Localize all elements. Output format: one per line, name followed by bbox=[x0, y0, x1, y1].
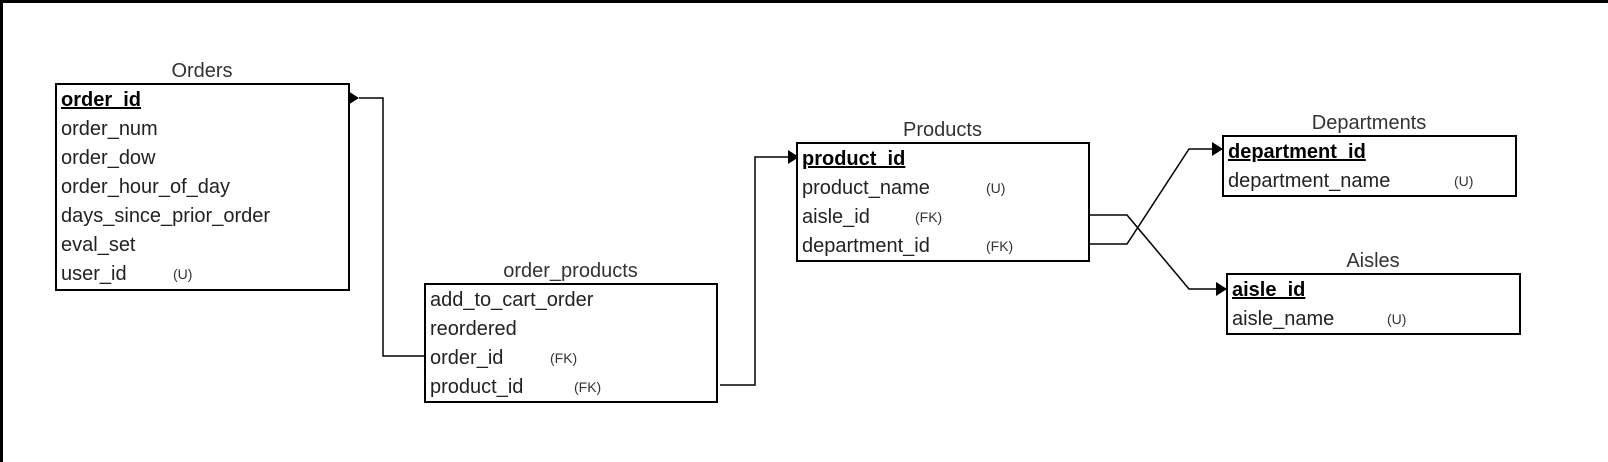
column-row-department-id: department_id bbox=[1224, 138, 1515, 167]
column-row-order-dow: order_dow bbox=[57, 144, 348, 173]
column-name: days_since_prior_order bbox=[61, 205, 271, 227]
column-constraint: (FK) bbox=[550, 350, 578, 366]
column-name: add_to_cart_order bbox=[430, 289, 594, 311]
column-row-department-id: department_id (FK) bbox=[798, 232, 1088, 261]
column-name: order_id bbox=[430, 347, 504, 369]
edge-mark bbox=[3, 208, 6, 213]
column-row-aisle-id: aisle_id bbox=[1228, 276, 1519, 305]
table-title-order-products: order_products bbox=[503, 260, 638, 282]
column-row-add-to-cart-order: add_to_cart_order bbox=[426, 286, 716, 315]
table-title-products: Products bbox=[903, 119, 982, 141]
column-row-department-name: department_name (U) bbox=[1224, 167, 1515, 196]
column-name: reordered bbox=[430, 318, 517, 340]
column-name: eval_set bbox=[61, 234, 136, 256]
column-row-product-id: product_id (FK) bbox=[426, 373, 716, 402]
column-name: department_id bbox=[1228, 141, 1366, 163]
column-constraint: (U) bbox=[173, 266, 193, 282]
column-row-user-id: user_id (U) bbox=[57, 260, 348, 289]
column-row-product-name: product_name (U) bbox=[798, 174, 1088, 203]
table-order-products[interactable]: add_to_cart_order reordered order_id (FK… bbox=[424, 283, 718, 403]
relation-order-products-to-products bbox=[720, 156, 794, 386]
column-row-order-id: order_id (FK) bbox=[426, 344, 716, 373]
column-name: order_hour_of_day bbox=[61, 176, 231, 198]
column-row-order-id: order_id bbox=[57, 86, 348, 115]
relationship-connectors bbox=[348, 91, 1227, 386]
column-name: order_dow bbox=[61, 147, 156, 169]
column-name: user_id bbox=[61, 263, 127, 285]
column-row-days-since-prior-order: days_since_prior_order bbox=[57, 202, 348, 231]
column-name: product_id bbox=[430, 376, 524, 398]
relation-order-products-to-orders bbox=[359, 97, 437, 357]
column-name: product_id bbox=[802, 148, 906, 170]
column-constraint: (FK) bbox=[986, 238, 1014, 254]
table-aisles[interactable]: aisle_id aisle_name (U) bbox=[1226, 273, 1521, 335]
arrowhead-orders bbox=[348, 91, 359, 105]
column-row-reordered: reordered bbox=[426, 315, 716, 344]
column-name: order_id bbox=[61, 89, 142, 111]
table-departments[interactable]: department_id department_name (U) bbox=[1222, 135, 1517, 197]
arrowhead-departments bbox=[1212, 142, 1223, 156]
table-title-aisles: Aisles bbox=[1346, 250, 1400, 272]
table-orders[interactable]: order_id order_num order_dow order_hour_… bbox=[55, 83, 350, 291]
column-name: department_id bbox=[802, 235, 930, 257]
column-row-order-num: order_num bbox=[57, 115, 348, 144]
column-name: aisle_id bbox=[802, 206, 870, 228]
column-row-order-hour-of-day: order_hour_of_day bbox=[57, 173, 348, 202]
column-name: aisle_id bbox=[1232, 279, 1306, 301]
column-constraint: (FK) bbox=[574, 379, 602, 395]
table-products[interactable]: product_id product_name (U) aisle_id (FK… bbox=[796, 142, 1090, 262]
table-title-orders: Orders bbox=[171, 60, 233, 82]
column-row-aisle-id: aisle_id (FK) bbox=[798, 203, 1088, 232]
column-name: product_name bbox=[802, 177, 930, 199]
edge-mark bbox=[3, 70, 6, 75]
diagram-canvas: Orders order_id order_num order_dow orde… bbox=[3, 3, 1608, 462]
relation-products-to-departments bbox=[1088, 148, 1218, 245]
column-constraint: (U) bbox=[1454, 173, 1474, 189]
column-constraint: (U) bbox=[1387, 311, 1407, 327]
arrowhead-products bbox=[788, 150, 799, 164]
column-row-eval-set: eval_set bbox=[57, 231, 348, 260]
table-title-departments: Departments bbox=[1311, 112, 1427, 134]
arrowhead-aisles bbox=[1216, 282, 1227, 296]
column-name: department_name bbox=[1228, 170, 1391, 192]
column-row-product-id: product_id bbox=[798, 145, 1088, 174]
column-constraint: (FK) bbox=[915, 209, 943, 225]
column-name: aisle_name bbox=[1232, 308, 1335, 330]
column-name: order_num bbox=[61, 118, 158, 140]
edge-mark bbox=[3, 346, 6, 351]
relation-products-to-aisles bbox=[1088, 214, 1222, 290]
column-constraint: (U) bbox=[986, 180, 1006, 196]
column-row-aisle-name: aisle_name (U) bbox=[1228, 305, 1519, 334]
